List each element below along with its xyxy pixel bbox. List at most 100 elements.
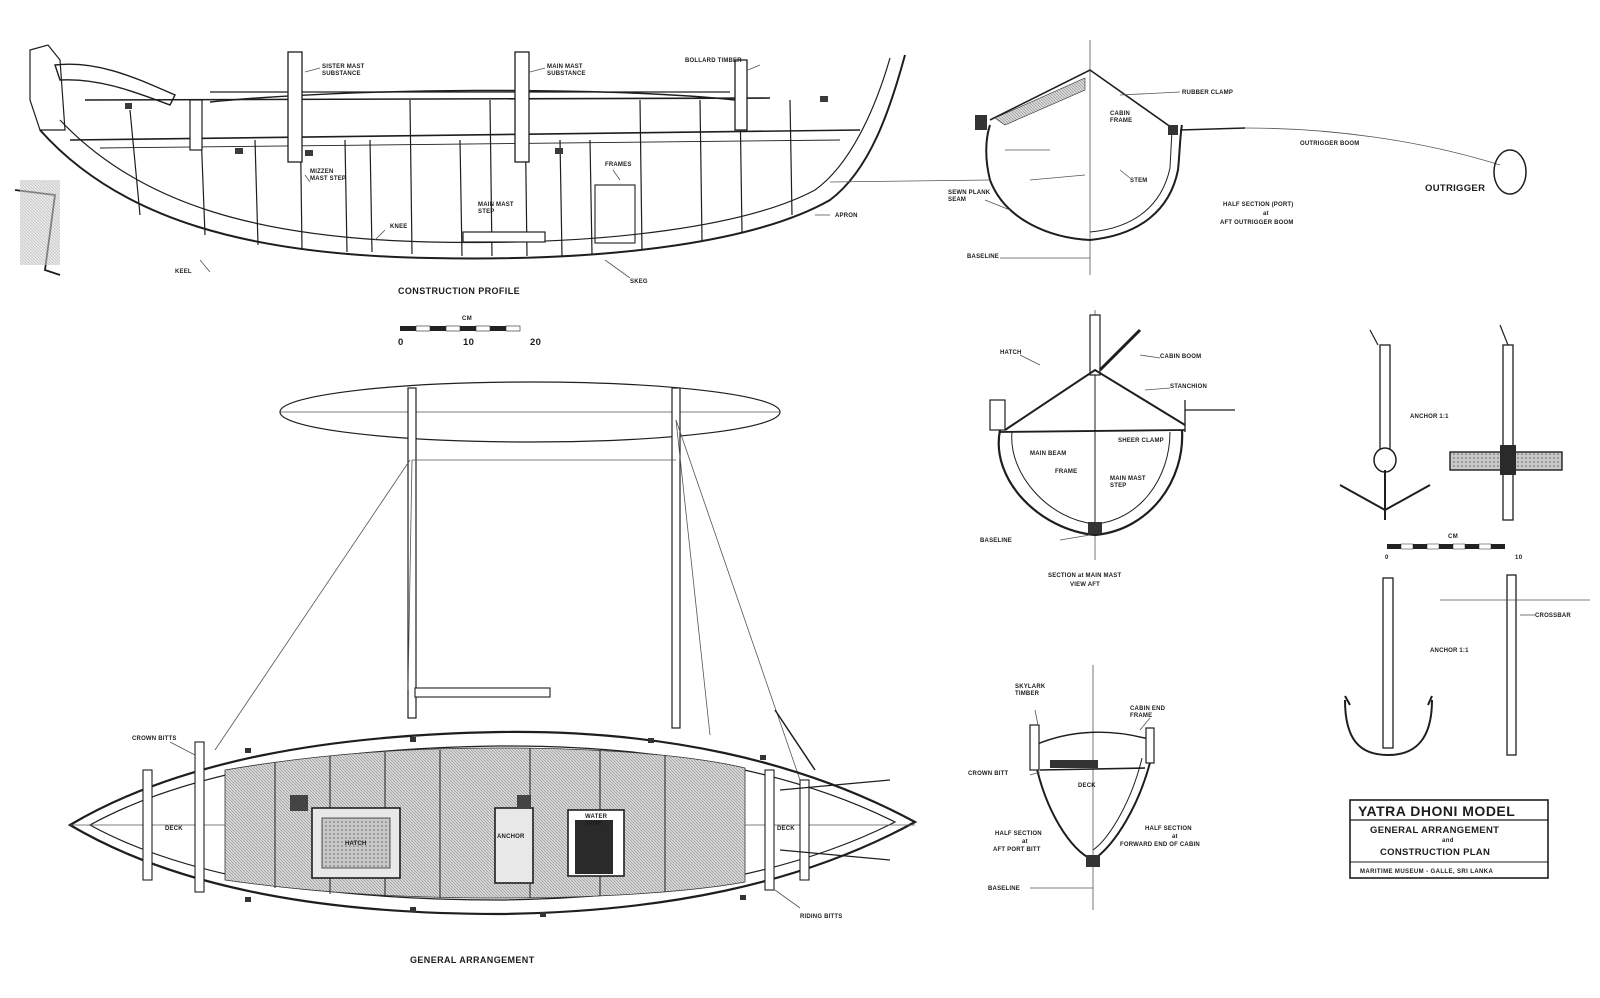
anchor-scale-segments — [1387, 543, 1505, 550]
ga-rigging — [214, 419, 801, 781]
profile-blocks — [125, 96, 828, 156]
ga-aft-bitt-1 — [142, 769, 153, 881]
hs1-label-baseline: BASELINE — [967, 254, 999, 260]
ga-label-crown-bitts: CROWN BITTS — [132, 736, 177, 742]
profile-sheer-rail-2 — [99, 139, 841, 149]
hs2-left-caption-1: HALF SECTION — [995, 831, 1042, 837]
hs1-outrigger-boom-curve — [1244, 127, 1501, 166]
sm-label-main-beam: MAIN BEAM — [1030, 451, 1066, 457]
sm-mast — [1089, 314, 1101, 376]
title-block-footer: MARITIME MUSEUM - GALLE, SRI LANKA — [1360, 869, 1494, 875]
hs2-hull-left — [1034, 759, 1094, 861]
title-block-line3: CONSTRUCTION PLAN — [1380, 847, 1490, 858]
title-block-frame — [1349, 799, 1549, 879]
ga-anchor-box — [494, 807, 534, 884]
ga-main-mast — [671, 387, 681, 729]
hs2-label-crown-bitt: CROWN BITT — [968, 771, 1008, 777]
sm-label-baseline: BASELINE — [980, 538, 1012, 544]
ga-gunwale-blocks — [245, 737, 766, 917]
profile-sheer-rail — [69, 129, 861, 141]
hs1-outrigger-boom — [1179, 127, 1246, 131]
ga-label-hatch: HATCH — [345, 841, 367, 847]
profile-gunwale-top — [84, 97, 771, 101]
profile-stern-arm — [54, 63, 176, 106]
general-arrangement: CROWN BITTS DECK DECK HATCH ANCHOR WATER… — [67, 381, 918, 965]
ga-bow-spar-2 — [779, 779, 891, 791]
profile-main-step — [462, 231, 546, 243]
hs1-hull-half-left — [985, 124, 1091, 241]
hs2-label-baseline: BASELINE — [988, 886, 1020, 892]
scale-bar-tick-20: 20 — [530, 337, 541, 348]
ga-bow-spar-1 — [774, 709, 816, 771]
anchor-label-top: ANCHOR 1:1 — [1410, 414, 1449, 420]
anchor-scale-tick-10: 10 — [1515, 555, 1523, 561]
scale-bar-unit: CM — [462, 316, 472, 322]
anchor-flat-shank — [1382, 577, 1394, 749]
hs2-right-caption-3: FORWARD END OF CABIN — [1120, 842, 1200, 848]
profile-mizzen-mast — [287, 51, 303, 163]
anchor-side-shank — [1502, 344, 1514, 521]
sm-main-beam — [999, 429, 1186, 433]
title-block: YATRA DHONI MODEL GENERAL ARRANGEMENT an… — [1349, 799, 1549, 879]
title-block-line1: GENERAL ARRANGEMENT — [1370, 825, 1499, 836]
hs2-deck — [1039, 767, 1146, 771]
anchor-label-crossbar: CROSSBAR — [1535, 613, 1571, 619]
ga-fwd-bitt-1 — [764, 769, 775, 891]
profile-bollard — [734, 59, 748, 131]
title-block-title: YATRA DHONI MODEL — [1358, 803, 1515, 819]
ga-mizzen-mast — [407, 387, 417, 719]
hs1-label-outrigger: OUTRIGGER — [1425, 183, 1485, 194]
ga-cabin-deck — [224, 747, 746, 899]
scale-bar: CM 0 10 20 — [398, 316, 541, 348]
anchor-scale-unit: CM — [1448, 534, 1458, 540]
hs1-caption-1: HALF SECTION (PORT) — [1223, 202, 1293, 208]
hs1-hull-half-right — [1089, 124, 1183, 241]
section-main-mast: HATCH CABIN BOOM STANCHION SHEER CLAMP M… — [980, 310, 1235, 588]
scale-bar-tick-10: 10 — [463, 337, 474, 348]
ga-boom — [414, 687, 551, 698]
anchor-top-shank — [1379, 344, 1391, 466]
profile-stern-block — [29, 44, 66, 131]
anchor-top-arms — [1339, 470, 1431, 520]
scale-bar-tick-0: 0 — [398, 337, 404, 348]
ga-bow-spar-3 — [779, 849, 891, 861]
profile-cabin-roof — [209, 89, 736, 103]
ga-fwd-bitt-2 — [799, 779, 810, 881]
sm-label-stanchion: STANCHION — [1170, 384, 1207, 390]
hs1-caption-3: AFT OUTRIGGER BOOM — [1220, 220, 1294, 226]
profile-stern-hatched — [20, 180, 60, 265]
profile-label-frames: FRAMES — [605, 162, 632, 168]
anchor-top-ring — [1373, 447, 1397, 473]
hs1-label-stem: STEM — [1130, 178, 1147, 184]
hs1-caption-2: at — [1263, 211, 1269, 217]
hs2-right-caption-2: at — [1172, 834, 1178, 840]
hs2-cabin-roof — [1034, 731, 1153, 746]
anchor-edge-shank — [1506, 574, 1517, 756]
construction-profile-caption: CONSTRUCTION PROFILE — [398, 286, 520, 296]
ga-label-riding-bitts: RIDING BITTS — [800, 914, 842, 920]
profile-label-stern: SKEG — [630, 279, 648, 285]
ga-aft-bitt-2 — [194, 741, 205, 893]
hs1-outrigger-float — [1493, 149, 1527, 195]
hs2-left-caption-3: AFT PORT BITT — [993, 847, 1041, 853]
ga-hull-outline — [67, 730, 918, 916]
hs1-label-rubber-clamp: RUBBER CLAMP — [1182, 90, 1233, 96]
sm-boom — [1098, 328, 1142, 372]
hs2-hull-right — [1092, 754, 1153, 861]
ga-label-deck-aft: DECK — [165, 826, 183, 832]
hs2-label-deck: DECK — [1078, 783, 1096, 789]
title-block-line2: and — [1442, 838, 1454, 844]
sm-roof — [1004, 368, 1186, 431]
profile-label-keel: KEEL — [175, 269, 192, 275]
anchor-label-bottom: ANCHOR 1:1 — [1430, 648, 1469, 654]
